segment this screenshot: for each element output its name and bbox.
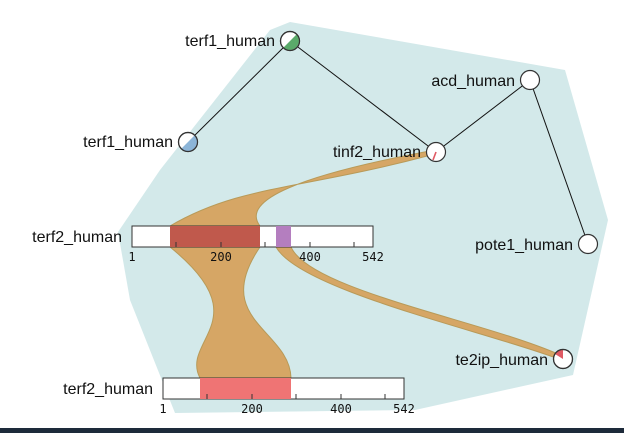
node-pote1[interactable]: pote1_human: [475, 233, 599, 255]
node-terf1-top[interactable]: terf1_human: [185, 30, 301, 52]
node-pote1-label: pote1_human: [475, 237, 573, 254]
track-lower-label: terf2_human: [63, 381, 153, 398]
track-upper-label: terf2_human: [32, 229, 122, 246]
node-acd[interactable]: acd_human: [431, 69, 541, 91]
track-upper: 1 200 400 542 terf2_human: [32, 225, 384, 264]
tick-lower-400: 400: [330, 402, 352, 416]
track-lower: 1 200 400 542 terf2_human: [63, 377, 415, 416]
tick-upper-542: 542: [362, 250, 384, 264]
edge-terf1top-terf1left: [187, 40, 291, 143]
domain-upper-dark-red: [170, 226, 260, 247]
domain-lower-red: [200, 378, 291, 399]
bottom-bar: [0, 428, 624, 433]
node-terf1-left-label: terf1_human: [83, 134, 173, 151]
tick-upper-400: 400: [299, 250, 321, 264]
tick-upper-200: 200: [210, 250, 232, 264]
node-tinf2-red-mark: [432, 151, 437, 161]
edge-tinf2-acd: [435, 79, 531, 153]
node-terf1-left-blue-segment: [181, 135, 198, 152]
tick-lower-200: 200: [241, 402, 263, 416]
edge-acd-pote1: [529, 79, 589, 245]
node-acd-label: acd_human: [431, 73, 515, 90]
node-te2ip-label: te2ip_human: [455, 352, 548, 369]
node-te2ip[interactable]: te2ip_human: [455, 348, 574, 370]
node-terf1-left[interactable]: terf1_human: [83, 131, 199, 153]
tick-lower-542: 542: [393, 402, 415, 416]
node-terf1-top-green-segment: [283, 34, 300, 51]
node-tinf2[interactable]: tinf2_human: [333, 141, 447, 163]
node-terf1-top-label: terf1_human: [185, 33, 275, 50]
tick-upper-1: 1: [128, 250, 135, 264]
domain-upper-purple: [276, 226, 291, 247]
node-tinf2-label: tinf2_human: [333, 144, 421, 161]
edge-terf1top-tinf2: [289, 40, 437, 153]
tick-lower-1: 1: [159, 402, 166, 416]
